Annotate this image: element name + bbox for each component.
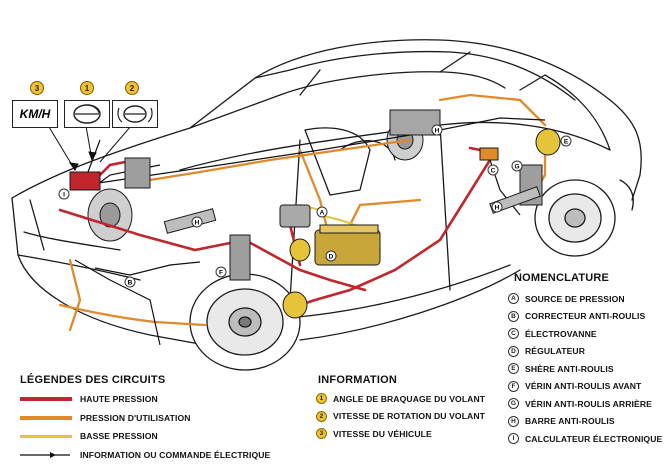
- letter-badge: G: [508, 398, 519, 410]
- legend-title: LÉGENDES DES CIRCUITS: [20, 374, 166, 386]
- svg-text:H: H: [195, 220, 200, 227]
- nomenclature-item: G VÉRIN ANTI-ROULIS ARRIÈRE: [508, 395, 666, 413]
- nomenclature-item: A SOURCE DE PRESSION: [508, 290, 666, 308]
- svg-text:A: A: [320, 210, 325, 217]
- component-marker-h3: H: [431, 124, 443, 136]
- letter-badge: D: [508, 345, 519, 357]
- svg-text:B: B: [128, 280, 133, 287]
- nomenclature-label: VÉRIN ANTI-ROULIS AVANT: [525, 381, 642, 392]
- indicator-badge-1: 1: [80, 81, 94, 95]
- letter-badge: A: [508, 293, 519, 305]
- indicator-badge-2: 2: [125, 81, 139, 95]
- legend-item-working-pressure: PRESSION D'UTILISATION: [20, 409, 270, 428]
- svg-text:D: D: [329, 254, 334, 261]
- legend-swatch: [20, 397, 72, 402]
- nomenclature-label: RÉGULATEUR: [525, 346, 586, 357]
- legend-label: HAUTE PRESSION: [80, 394, 158, 405]
- nomenclature-label: SHÈRE ANTI-ROULIS: [525, 363, 614, 374]
- legend-item-high-pressure: HAUTE PRESSION: [20, 390, 270, 409]
- component-marker-c: C: [487, 164, 499, 176]
- information-label: VITESSE DU VÉHICULE: [333, 428, 432, 439]
- component-marker-e: E: [560, 135, 572, 147]
- nomenclature-item: I CALCULATEUR ÉLECTRONIQUE: [508, 430, 666, 448]
- nomenclature-label: BARRE ANTI-ROULIS: [525, 416, 615, 427]
- component-marker-d: D: [325, 250, 337, 262]
- speed-indicator-label: KM/H: [19, 107, 51, 121]
- component-marker-g: G: [511, 160, 523, 172]
- nomenclature-label: CORRECTEUR ANTI-ROULIS: [525, 311, 646, 322]
- svg-text:H: H: [435, 128, 440, 135]
- information-label: ANGLE DE BRAQUAGE DU VOLANT: [333, 393, 486, 404]
- speed-indicator-box: KM/H: [12, 100, 58, 128]
- information-item: 3 VITESSE DU VÉHICULE: [316, 425, 485, 443]
- nomenclature-item: D RÉGULATEUR: [508, 343, 666, 361]
- letter-badge: F: [508, 380, 519, 392]
- svg-text:C: C: [491, 168, 496, 175]
- letter-badge: E: [508, 363, 519, 375]
- letter-badge: I: [508, 433, 519, 445]
- information-item: 1 ANGLE DE BRAQUAGE DU VOLANT: [316, 390, 485, 408]
- number-badge: 3: [316, 428, 327, 440]
- information-title: INFORMATION: [318, 374, 397, 386]
- legend-swatch: [20, 434, 72, 438]
- legend-label: BASSE PRESSION: [80, 431, 158, 442]
- legend-item-electrical: INFORMATION OU COMMANDE ÉLECTRIQUE: [20, 446, 270, 465]
- number-badge: 1: [316, 393, 327, 405]
- svg-text:E: E: [564, 139, 569, 146]
- legend-label: INFORMATION OU COMMANDE ÉLECTRIQUE: [80, 449, 271, 460]
- component-marker-i: I: [58, 188, 70, 200]
- svg-text:F: F: [219, 270, 223, 277]
- information-list: 1 ANGLE DE BRAQUAGE DU VOLANT 2 VITESSE DE…: [316, 390, 485, 443]
- components: [69, 109, 561, 319]
- car-body-outline: [11, 39, 642, 346]
- component-marker-h2: H: [491, 201, 503, 213]
- nomenclature-item: E SHÈRE ANTI-ROULIS: [508, 360, 666, 378]
- information-label: VITESSE DE ROTATION DU VOLANT: [333, 411, 486, 422]
- steering-angle-indicator-box: [64, 100, 110, 128]
- nomenclature-item: B CORRECTEUR ANTI-ROULIS: [508, 308, 666, 326]
- component-marker-f: F: [215, 266, 227, 278]
- component-marker-b: B: [124, 276, 136, 288]
- working-pressure-circuit: [58, 93, 547, 332]
- component-marker-h1: H: [191, 216, 203, 228]
- letter-badge: C: [508, 328, 519, 340]
- letter-badge: B: [508, 310, 519, 322]
- nomenclature-label: ÉLECTROVANNE: [525, 328, 597, 339]
- steering-wheel-icon: [73, 104, 101, 124]
- component-marker-a: A: [316, 206, 328, 218]
- electrical-circuit: [74, 117, 546, 346]
- legend-label: PRESSION D'UTILISATION: [80, 412, 191, 423]
- svg-text:I: I: [63, 192, 65, 199]
- legend-item-low-pressure: BASSE PRESSION: [20, 427, 270, 446]
- nomenclature-item: F VÉRIN ANTI-ROULIS AVANT: [508, 378, 666, 396]
- nomenclature-label: SOURCE DE PRESSION: [525, 293, 625, 304]
- front-wheel: [189, 273, 301, 371]
- steering-rotation-icon: [117, 105, 153, 123]
- component-markers: A B C D E F G H H H I: [58, 124, 572, 288]
- steering-speed-indicator-box: [112, 100, 158, 128]
- nomenclature-list: A SOURCE DE PRESSION B CORRECTEUR ANTI-ROU…: [508, 290, 666, 448]
- nomenclature-item: H BARRE ANTI-ROULIS: [508, 413, 666, 431]
- legend-list: HAUTE PRESSION PRESSION D'UTILISATION BA…: [20, 390, 270, 464]
- nomenclature-item: C ÉLECTROVANNE: [508, 325, 666, 343]
- nomenclature-label: CALCULATEUR ÉLECTRONIQUE: [525, 433, 663, 444]
- svg-text:G: G: [514, 164, 519, 171]
- legend-arrow-swatch: [20, 451, 70, 458]
- information-item: 2 VITESSE DE ROTATION DU VOLANT: [316, 408, 485, 426]
- indicator-badge-3: 3: [30, 81, 44, 95]
- letter-badge: H: [508, 415, 519, 427]
- rear-wheel: [534, 179, 616, 257]
- indicator-arrows: [39, 111, 132, 171]
- legend-swatch: [20, 415, 72, 420]
- nomenclature-title: NOMENCLATURE: [514, 272, 610, 284]
- nomenclature-label: VÉRIN ANTI-ROULIS ARRIÈRE: [525, 398, 652, 409]
- number-badge: 2: [316, 410, 327, 422]
- svg-text:H: H: [495, 205, 500, 212]
